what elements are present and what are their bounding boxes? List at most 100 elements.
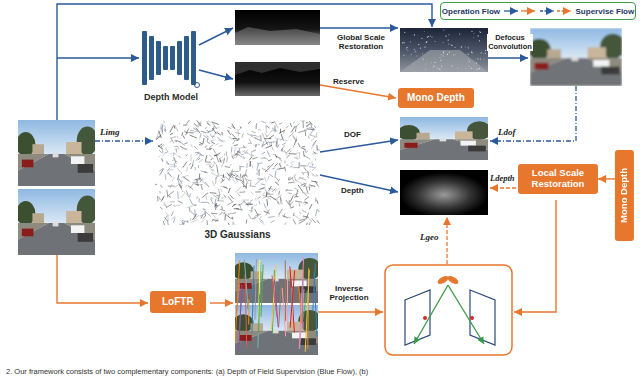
illustration-part [282, 143, 286, 145]
illustration-part [311, 143, 315, 149]
illustration-part [177, 41, 182, 75]
illustration-part [277, 195, 281, 198]
illustration-part [242, 133, 244, 137]
illustration-part [232, 138, 236, 139]
illustration-part [443, 30, 444, 31]
loss-label: Limg [99, 127, 121, 137]
illustration-part [480, 58, 481, 59]
illustration-part [403, 55, 404, 56]
illustration-part [298, 162, 299, 165]
illustration-part [207, 121, 209, 125]
illustration-part [471, 52, 472, 53]
illustration-part [294, 157, 298, 159]
illustration-part [217, 175, 224, 177]
illustration-part [174, 146, 178, 147]
illustration-part [261, 121, 266, 123]
illustration-part [255, 135, 262, 137]
illustration-part [270, 220, 274, 222]
illustration-part [288, 182, 294, 184]
illustration-part [196, 155, 201, 161]
illustration-part [178, 148, 180, 149]
illustration-part [191, 144, 193, 147]
depth-maps [235, 10, 320, 96]
illustration-part [455, 54, 456, 55]
illustration-part [160, 168, 164, 175]
illustration-part [219, 145, 223, 146]
illustration-part [285, 260, 286, 321]
illustration-part [231, 217, 234, 219]
illustration-part [190, 130, 194, 131]
illustration-part [174, 126, 175, 127]
illustration-part [251, 151, 252, 155]
illustration-part [198, 165, 199, 168]
illustration-part [241, 154, 244, 155]
illustration-part [236, 150, 239, 157]
illustration-part [320, 140, 398, 152]
illustration-part [195, 184, 199, 186]
illustration-part [170, 153, 172, 155]
illustration-part [228, 213, 236, 214]
illustration-part [281, 134, 283, 141]
illustration-part [304, 167, 307, 171]
illustration-part [240, 147, 247, 148]
illustration-part [265, 190, 267, 192]
illustration-part [16, 189, 98, 255]
illustration-part [278, 179, 280, 182]
illustration-part [477, 58, 478, 59]
illustration-part [317, 200, 318, 204]
illustration-part [266, 134, 269, 137]
illustration-part [177, 168, 182, 174]
illustration-part [262, 168, 268, 171]
illustration-part [232, 217, 233, 220]
illustration-part [249, 157, 252, 161]
illustration-part [248, 143, 251, 144]
illustration-part [473, 33, 474, 34]
illustration-part [292, 178, 294, 181]
illustration-part [252, 266, 254, 333]
illustration-part [245, 150, 248, 153]
legend-text: Operation Flow [442, 7, 500, 16]
illustration-part [206, 136, 208, 138]
illustration-part [238, 127, 242, 131]
illustration-part [470, 290, 495, 345]
illustration-part [170, 165, 177, 167]
illustration-part [283, 214, 285, 218]
illustration-part [177, 136, 178, 139]
illustration-part [439, 57, 440, 58]
illustration-part [294, 196, 296, 198]
illustration-part [406, 47, 407, 48]
illustration-part [248, 214, 251, 219]
illustration-part [247, 205, 249, 207]
illustration-part [308, 222, 310, 225]
node-text: Mono Depth [407, 92, 465, 104]
illustration-part [291, 163, 293, 165]
illustration-part [287, 279, 289, 322]
illustration-part [206, 164, 211, 165]
illustration-part [483, 59, 484, 60]
illustration-part [174, 148, 176, 149]
illustration-part [166, 190, 168, 198]
illustration-part [167, 216, 168, 221]
illustration-part [286, 126, 289, 128]
depth-render [400, 170, 488, 215]
illustration-part [171, 216, 175, 219]
illustration-part [316, 132, 317, 138]
illustration-part [448, 34, 449, 35]
illustration-part [218, 189, 220, 195]
illustration-part [190, 199, 193, 205]
illustration-part [276, 200, 279, 202]
illustration-part [183, 162, 187, 168]
illustration-part [468, 59, 469, 60]
illustration-part [307, 129, 315, 130]
illustration-part [303, 121, 304, 128]
illustration-part [235, 133, 240, 134]
illustration-part [448, 39, 449, 40]
illustration-part [264, 203, 266, 208]
illustration-part [286, 189, 293, 190]
illustration-part [225, 177, 230, 181]
illustration-part [160, 185, 163, 187]
illustration-part [235, 62, 320, 75]
illustration-part [162, 154, 165, 157]
illustration-part [257, 196, 260, 199]
illustration-part [187, 132, 194, 134]
